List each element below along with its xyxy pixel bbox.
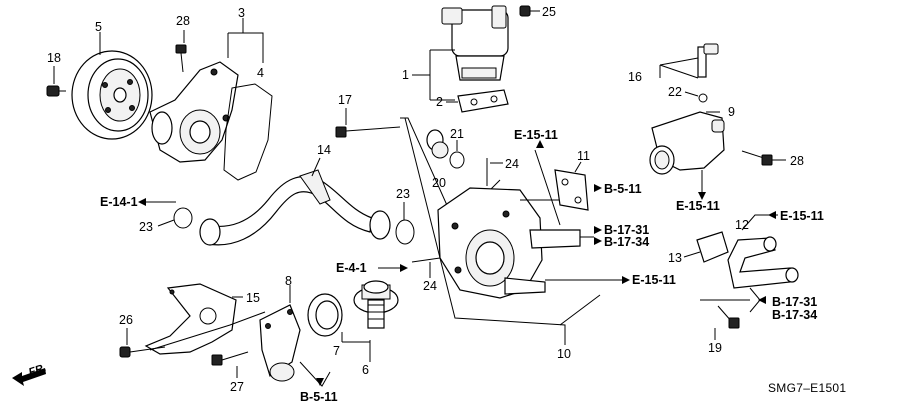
part-label-27: 27 <box>230 380 244 394</box>
part-label-26: 26 <box>119 313 133 327</box>
bolt-28b-part[interactable] <box>741 150 773 166</box>
part-label-18: 18 <box>47 51 61 65</box>
part-label-12: 12 <box>735 218 749 232</box>
ref-b17-34-right[interactable]: B-17-34 <box>772 308 817 322</box>
bolt-28a-part[interactable] <box>175 44 187 73</box>
ref-e15-11-top[interactable]: E-15-11 <box>514 128 558 142</box>
water-pump-part[interactable] <box>149 61 239 163</box>
bracket-15-part[interactable] <box>144 283 237 355</box>
ref-e14-1[interactable]: E-14-1 <box>100 195 138 209</box>
bolt-19-part[interactable] <box>717 305 740 329</box>
o-ring-23a-part[interactable] <box>173 207 193 229</box>
part-label-28b: 28 <box>790 154 804 168</box>
part-label-7: 7 <box>333 344 340 358</box>
part-label-25: 25 <box>542 5 556 19</box>
egr-valve-part[interactable] <box>441 5 509 81</box>
seal-20-part[interactable] <box>449 151 465 169</box>
part-label-20: 20 <box>432 176 446 190</box>
pulley-part[interactable] <box>71 50 153 140</box>
part-label-21: 21 <box>450 127 464 141</box>
part-label-14: 14 <box>317 143 331 157</box>
front-label: FR. <box>27 362 48 379</box>
bolt-25-part[interactable] <box>519 5 531 17</box>
part-label-6: 6 <box>362 363 369 377</box>
part-label-11: 11 <box>577 149 590 163</box>
part-label-3: 3 <box>238 6 245 20</box>
ref-b5-11-bottom[interactable]: B-5-11 <box>300 390 338 404</box>
bolt-17-part[interactable] <box>335 126 401 138</box>
cap-21-part[interactable] <box>426 129 449 159</box>
seal-7-part[interactable] <box>307 293 343 337</box>
part-label-5: 5 <box>95 20 102 34</box>
part-label-15: 15 <box>246 291 260 305</box>
ref-b17-31-right[interactable]: B-17-31 <box>772 295 817 309</box>
ref-e15-11-right-mid[interactable]: E-15-11 <box>780 209 824 223</box>
clip-13-part[interactable] <box>696 231 729 263</box>
ref-e15-11-right-top[interactable]: E-15-11 <box>676 199 720 213</box>
part-label-2: 2 <box>436 95 443 109</box>
ref-b5-11-right[interactable]: B-5-11 <box>604 182 642 196</box>
water-pipe-12-part[interactable] <box>727 236 799 289</box>
ref-b17-31-mid[interactable]: B-17-31 <box>604 223 649 237</box>
ref-b17-34-mid[interactable]: B-17-34 <box>604 235 649 249</box>
part-label-24a: 24 <box>505 157 519 171</box>
water-hose-part[interactable] <box>199 169 391 246</box>
water-inlet-8-part[interactable] <box>259 304 301 382</box>
front-arrow-icon <box>12 368 46 386</box>
part-label-22: 22 <box>668 85 682 99</box>
diagram-code: SMG7–E1501 <box>768 381 846 395</box>
part-label-1: 1 <box>402 68 409 82</box>
thermostat-housing-part[interactable] <box>437 187 581 299</box>
water-outlet-part[interactable] <box>649 111 725 175</box>
part-label-10: 10 <box>557 347 571 361</box>
bolt-27-part[interactable] <box>211 351 249 366</box>
part-label-16: 16 <box>628 70 642 84</box>
part-label-9: 9 <box>728 105 735 119</box>
temp-sensor-part[interactable] <box>697 43 719 103</box>
part-label-8: 8 <box>285 274 292 288</box>
gasket-4-part[interactable] <box>223 83 273 181</box>
o-ring-23b-part[interactable] <box>395 219 415 245</box>
egr-gasket-part[interactable] <box>457 89 509 113</box>
part-label-23a: 23 <box>139 220 153 234</box>
part-label-19: 19 <box>708 341 722 355</box>
part-label-4: 4 <box>257 66 264 80</box>
part-label-23b: 23 <box>396 187 410 201</box>
stud-24b-part[interactable] <box>411 257 441 263</box>
thermostat-6-part[interactable] <box>353 280 399 329</box>
part-label-13: 13 <box>668 251 682 265</box>
ref-e15-11-mid[interactable]: E-15-11 <box>632 273 676 287</box>
part-label-24b: 24 <box>423 279 437 293</box>
part-label-17: 17 <box>338 93 352 107</box>
bolt-26-part[interactable] <box>119 346 166 358</box>
bolt-18-part[interactable] <box>46 85 66 97</box>
ref-arrows <box>138 140 776 386</box>
part-label-28a: 28 <box>176 14 190 28</box>
ref-e4-1[interactable]: E-4-1 <box>336 261 367 275</box>
gasket-11-part[interactable] <box>554 169 589 211</box>
